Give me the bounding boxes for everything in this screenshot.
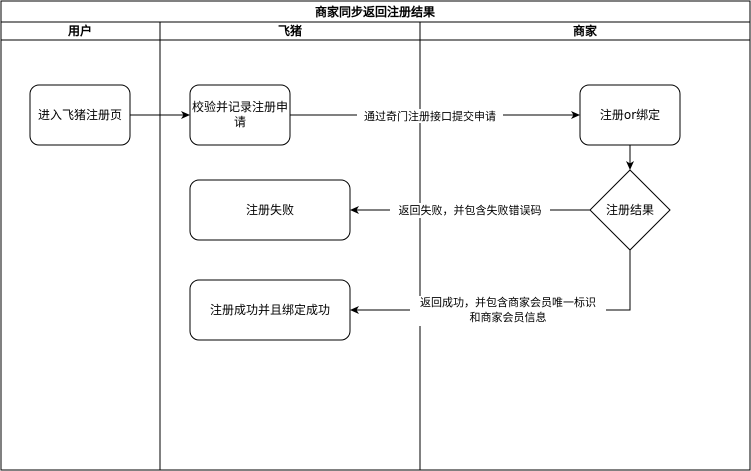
- edge-success-label-bg: [410, 296, 606, 326]
- lane-title-user: 用户: [67, 23, 92, 38]
- node-register-success-label: 注册成功并且绑定成功: [210, 302, 330, 317]
- node-enter-page-label: 进入飞猪注册页: [38, 107, 122, 122]
- node-verify-record-line2: 请: [234, 115, 246, 129]
- node-verify-record-line1: 校验并记录注册申: [192, 99, 288, 114]
- node-register-result-label: 注册结果: [606, 202, 654, 217]
- node-register-fail-label: 注册失败: [246, 202, 294, 217]
- edge-fail-label: 返回失败，并包含失败错误码: [399, 203, 542, 217]
- edge-success-label-line1: 返回成功，并包含商家会员唯一标识: [420, 295, 596, 309]
- lane-title-fliggy: 飞猪: [278, 23, 302, 38]
- edge-submit-label-bg: [357, 109, 503, 123]
- lane-title-merchant: 商家: [573, 23, 598, 38]
- edge-submit-label: 通过奇门注册接口提交申请: [364, 109, 496, 123]
- node-register-or-bind-label: 注册or绑定: [600, 107, 660, 122]
- edge-success-label-line2: 和商家会员信息: [470, 310, 547, 324]
- diagram-title: 商家同步返回注册结果: [315, 4, 435, 19]
- edge-fail-label-bg: [390, 203, 550, 218]
